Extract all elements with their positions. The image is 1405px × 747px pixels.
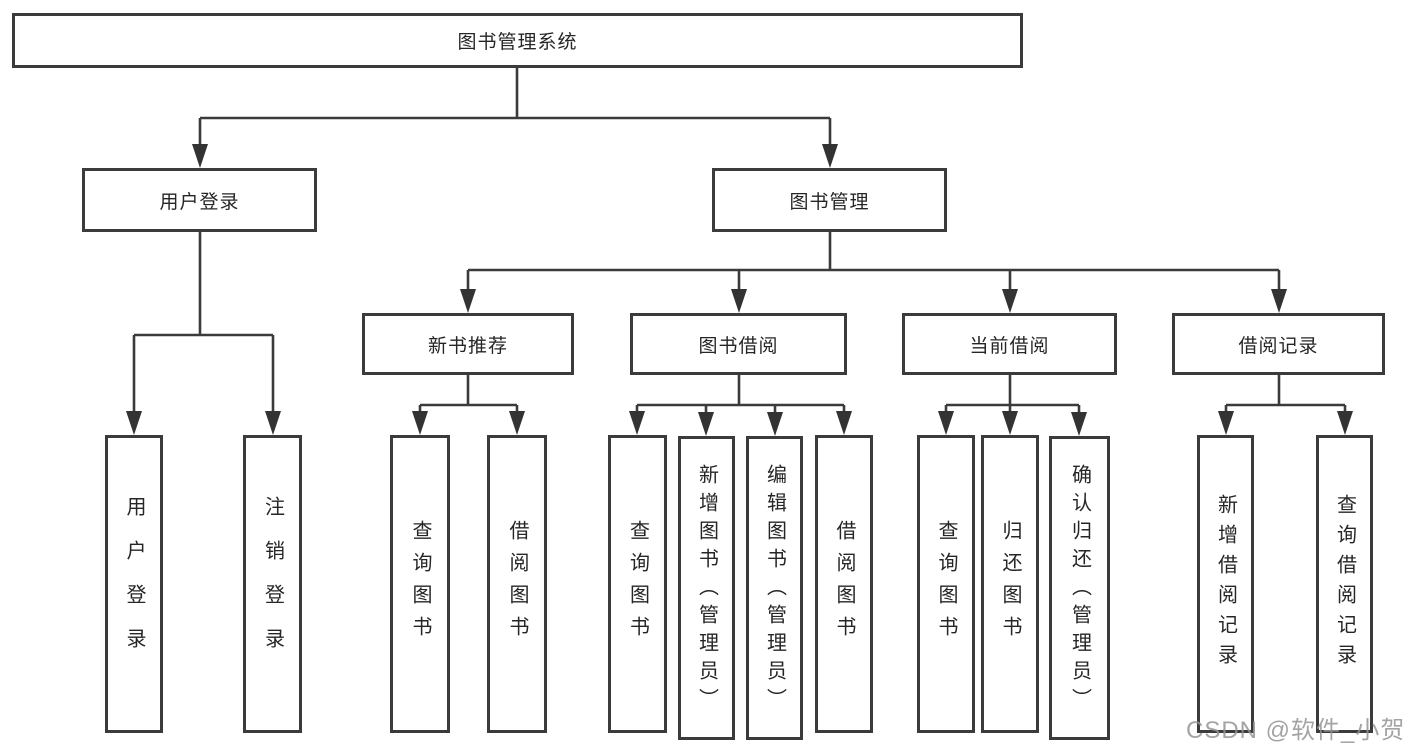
node-root-library-system: 图书管理系统: [12, 13, 1023, 68]
leaf-add-borrow-record: 新增借阅记录: [1197, 435, 1254, 733]
leaf-query-books-borrowing: 查询图书: [608, 435, 667, 733]
node-new-book-recommendation: 新书推荐: [362, 313, 574, 375]
leaf-confirm-return-admin: 确认归还（管理员）: [1049, 436, 1110, 740]
leaf-query-borrow-record: 查询借阅记录: [1316, 435, 1373, 733]
leaf-return-books: 归还图书: [981, 435, 1039, 733]
leaf-borrow-books: 借阅图书: [815, 435, 873, 733]
node-user-login: 用户登录: [82, 168, 317, 232]
leaf-logout: 注销登录: [243, 435, 302, 733]
node-current-borrowing: 当前借阅: [902, 313, 1117, 375]
leaf-add-books-admin: 新增图书（管理员）: [678, 436, 735, 740]
watermark: CSDN @软件_小贺同学: [1186, 717, 1405, 744]
node-book-management: 图书管理: [712, 168, 947, 232]
leaf-user-login: 用户登录: [105, 435, 163, 733]
leaf-query-books-current: 查询图书: [917, 435, 975, 733]
arrowhead-icons: [126, 144, 1353, 436]
leaf-edit-books-admin: 编辑图书（管理员）: [746, 436, 803, 740]
node-book-borrowing: 图书借阅: [630, 313, 847, 375]
leaf-query-books-recommend: 查询图书: [390, 435, 450, 733]
node-borrowing-records: 借阅记录: [1172, 313, 1385, 375]
leaf-borrow-books-recommend: 借阅图书: [487, 435, 547, 733]
